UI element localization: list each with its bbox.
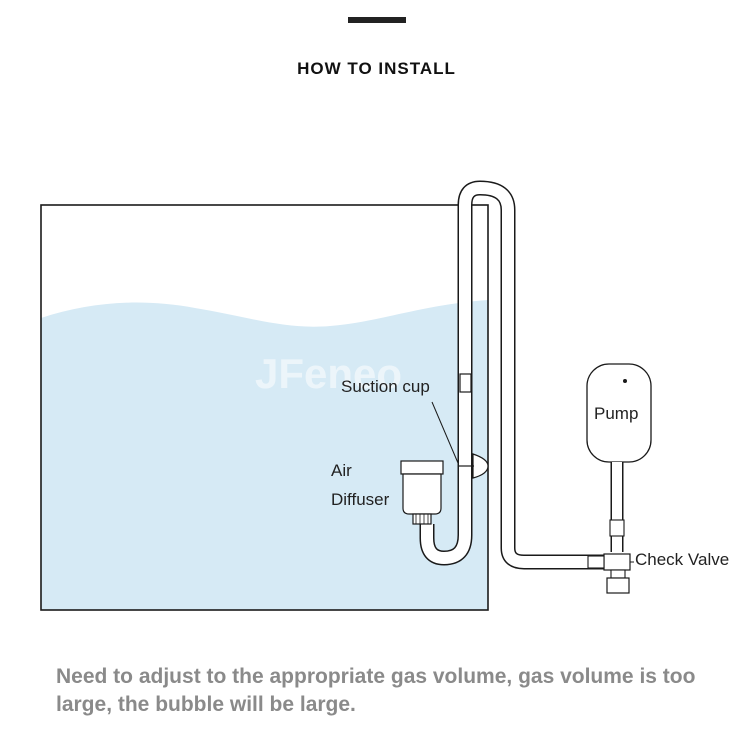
wall-suction-cup — [472, 453, 489, 479]
suction-cup — [459, 373, 472, 393]
aquarium-water — [41, 300, 488, 610]
pump-label: Pump — [594, 404, 639, 423]
air-diffuser-shape — [400, 460, 444, 525]
page-title: HOW TO INSTALL — [297, 59, 456, 78]
usage-note: Need to adjust to the appropriate gas vo… — [56, 665, 696, 716]
header-accent-bar — [348, 17, 406, 23]
suction-cup-label: Suction cup — [341, 377, 430, 396]
aquarium-tank — [40, 204, 489, 611]
watermark: JFeneo — [255, 350, 402, 397]
air-label: Air — [331, 461, 352, 480]
diffuser-label: Diffuser — [331, 490, 390, 509]
check-valve-shape — [587, 553, 631, 594]
suction-cup-leader — [431, 401, 459, 464]
check-valve-label: Check Valve — [635, 550, 730, 569]
